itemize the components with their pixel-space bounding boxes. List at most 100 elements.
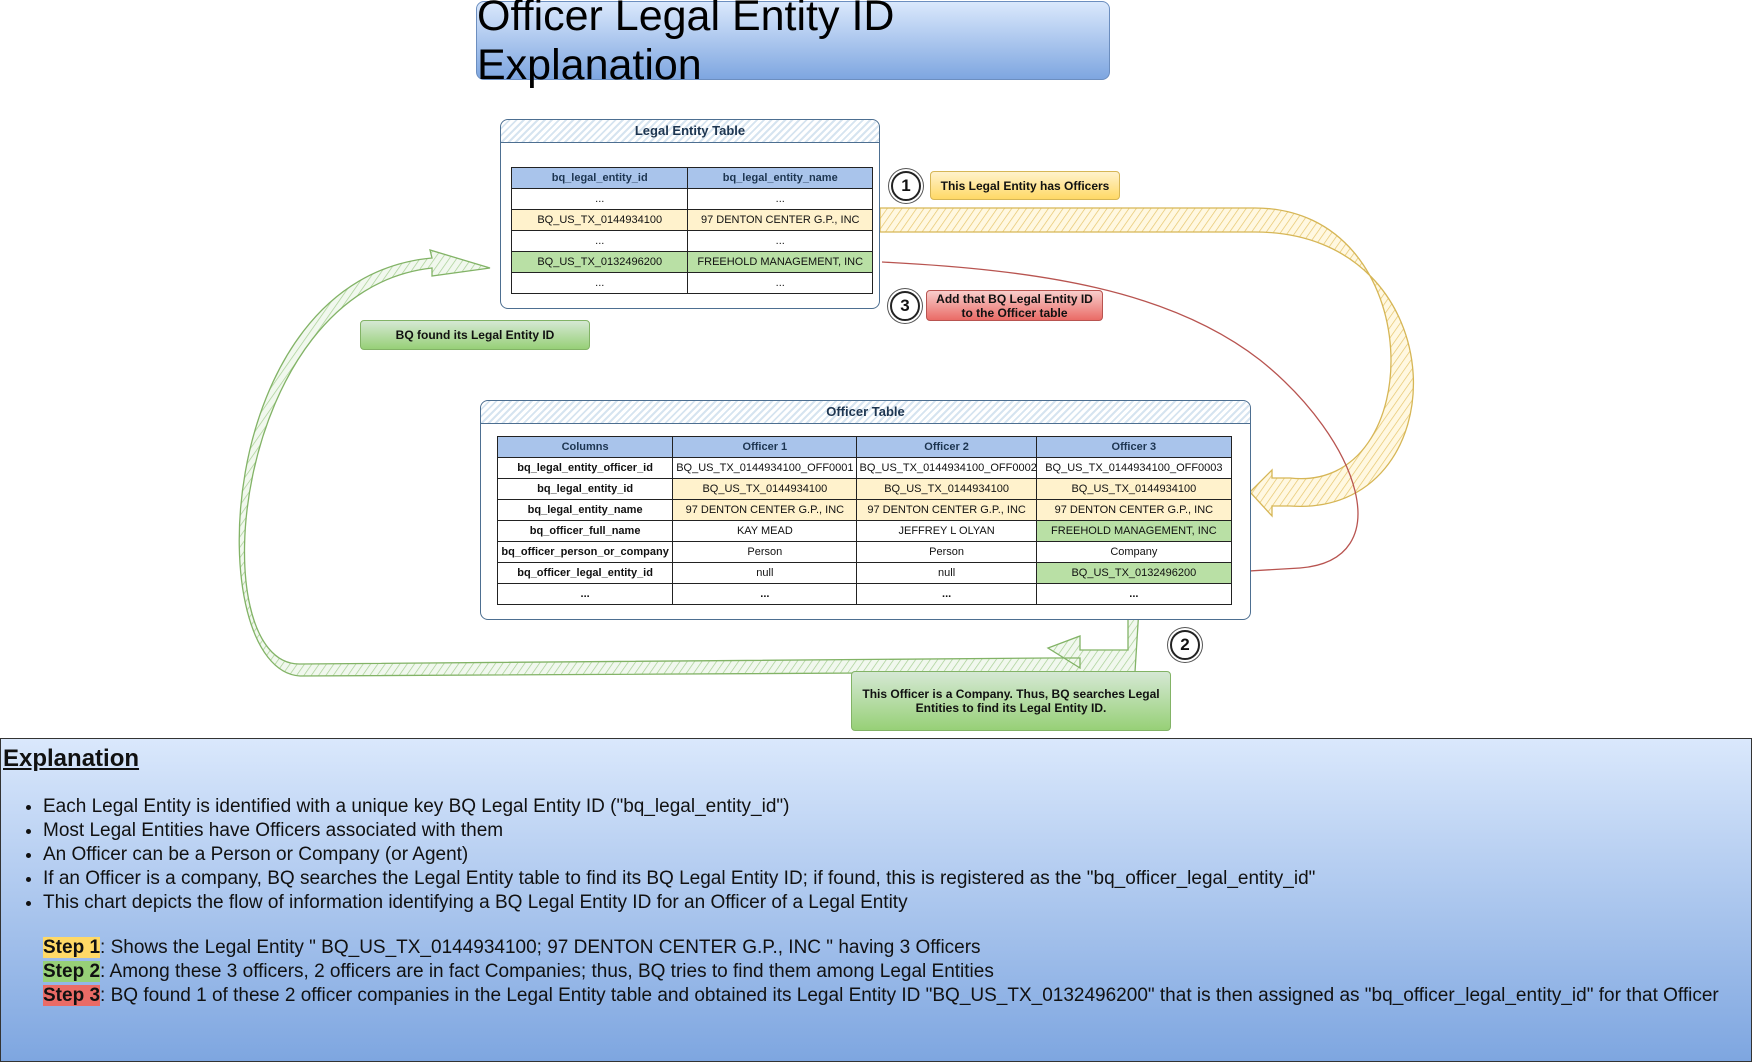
table-cell: 97 DENTON CENTER G.P., INC xyxy=(1035,499,1233,521)
row-label: bq_legal_entity_officer_id xyxy=(496,457,674,479)
row-label: ... xyxy=(496,583,674,605)
table-row: ... ... xyxy=(510,188,873,210)
step1-note: This Legal Entity has Officers xyxy=(930,171,1120,200)
table-cell: ... xyxy=(1035,583,1233,605)
step3-note: Add that BQ Legal Entity ID to the Offic… xyxy=(926,290,1103,321)
table-cell: ... xyxy=(510,188,689,210)
table-cell: BQ_US_TX_0144934100 xyxy=(1035,478,1233,500)
step3-note-text: Add that BQ Legal Entity ID to the Offic… xyxy=(936,291,1093,320)
steps-block: Step 1: Shows the Legal Entity " BQ_US_T… xyxy=(43,936,1745,1008)
step1-badge: 1 xyxy=(891,171,921,201)
column-header: bq_legal_entity_name xyxy=(687,167,873,189)
row-label: bq_legal_entity_name xyxy=(496,499,674,521)
step2-badge-number: 2 xyxy=(1180,635,1190,654)
table-cell: 97 DENTON CENTER G.P., INC xyxy=(856,499,1037,521)
table-cell: null xyxy=(856,562,1037,584)
step-label: Step 2 xyxy=(43,961,101,982)
table-cell: BQ_US_TX_0144934100_OFF0003 xyxy=(1035,457,1233,479)
table-cell: BQ_US_TX_0144934100 xyxy=(510,209,689,231)
step3-arrow xyxy=(881,261,1359,573)
explanation-list: Each Legal Entity is identified with a u… xyxy=(1,795,1315,915)
step1-arrow-band xyxy=(879,207,1414,518)
explanation-heading: Explanation xyxy=(3,745,140,772)
table-cell: ... xyxy=(672,583,858,605)
step-text: : Among these 3 officers, 2 officers are… xyxy=(100,961,994,982)
page-title-text: Officer Legal Entity ID Explanation xyxy=(477,0,895,89)
table-cell: 97 DENTON CENTER G.P., INC xyxy=(672,499,858,521)
table-cell: ... xyxy=(687,230,873,252)
step2-note: This Officer is a Company. Thus, BQ sear… xyxy=(851,671,1171,731)
table-cell: BQ_US_TX_0144934100_OFF0002 xyxy=(856,457,1037,479)
table-cell: BQ_US_TX_0132496200 xyxy=(1035,562,1233,584)
column-header: Officer 1 xyxy=(672,436,858,458)
table-cell: ... xyxy=(687,272,873,294)
table-cell: ... xyxy=(687,188,873,210)
table-cell: ... xyxy=(510,272,689,294)
table-cell: BQ_US_TX_0132496200 xyxy=(510,251,689,273)
column-header: Columns xyxy=(496,436,674,458)
table-row: ... ... xyxy=(510,272,873,294)
table-row: ... ... xyxy=(510,230,873,252)
table-cell: BQ_US_TX_0144934100 xyxy=(672,478,858,500)
found-note-text: BQ found its Legal Entity ID xyxy=(395,328,555,342)
step2-arrow-band xyxy=(238,249,1141,677)
table-cell: ... xyxy=(510,230,689,252)
step-label: Step 1 xyxy=(43,937,101,958)
step1-note-text: This Legal Entity has Officers xyxy=(940,178,1110,193)
found-note: BQ found its Legal Entity ID xyxy=(360,320,590,350)
step2-note-text: This Officer is a Company. Thus, BQ sear… xyxy=(862,687,1160,715)
step-text: : BQ found 1 of these 2 officer companie… xyxy=(100,985,1719,1006)
table-cell: Person xyxy=(856,541,1037,563)
column-header: Officer 2 xyxy=(856,436,1037,458)
table-row: bq_officer_person_or_company Person Pers… xyxy=(496,541,1233,563)
step-text: : Shows the Legal Entity " BQ_US_TX_0144… xyxy=(100,937,981,958)
table-cell: 97 DENTON CENTER G.P., INC xyxy=(687,209,873,231)
legal-entity-table: bq_legal_entity_id bq_legal_entity_name … xyxy=(510,167,873,294)
officer-table: Columns Officer 1 Officer 2 Officer 3 bq… xyxy=(496,436,1233,605)
officer-table-title: Officer Table xyxy=(481,401,1250,424)
table-row: bq_officer_full_name KAY MEAD JEFFREY L … xyxy=(496,520,1233,542)
table-row: bq_legal_entity_id BQ_US_TX_0144934100 B… xyxy=(496,478,1233,500)
table-header-row: Columns Officer 1 Officer 2 Officer 3 xyxy=(496,436,1233,458)
column-header: bq_legal_entity_id xyxy=(510,167,689,189)
table-cell: JEFFREY L OLYAN xyxy=(856,520,1037,542)
table-header-row: bq_legal_entity_id bq_legal_entity_name xyxy=(510,167,873,189)
row-label: bq_legal_entity_id xyxy=(496,478,674,500)
table-cell: ... xyxy=(856,583,1037,605)
list-item: Each Legal Entity is identified with a u… xyxy=(43,795,1315,819)
table-row: bq_officer_legal_entity_id null null BQ_… xyxy=(496,562,1233,584)
step3-badge: 3 xyxy=(890,291,920,321)
column-header: Officer 3 xyxy=(1035,436,1233,458)
explanation-panel: Explanation Each Legal Entity is identif… xyxy=(0,738,1752,1062)
list-item: This chart depicts the flow of informati… xyxy=(43,891,1315,915)
table-cell: FREEHOLD MANAGEMENT, INC xyxy=(1035,520,1233,542)
table-cell: Company xyxy=(1035,541,1233,563)
step-line: Step 2: Among these 3 officers, 2 office… xyxy=(43,960,1745,984)
table-row: bq_legal_entity_name 97 DENTON CENTER G.… xyxy=(496,499,1233,521)
legal-entity-table-panel: Legal Entity Table bq_legal_entity_id bq… xyxy=(500,119,880,309)
list-item: If an Officer is a company, BQ searches … xyxy=(43,867,1315,891)
table-cell: FREEHOLD MANAGEMENT, INC xyxy=(687,251,873,273)
table-cell: BQ_US_TX_0144934100 xyxy=(856,478,1037,500)
officer-table-panel: Officer Table Columns Officer 1 Officer … xyxy=(480,400,1251,620)
row-label: bq_officer_person_or_company xyxy=(496,541,674,563)
step1-badge-number: 1 xyxy=(901,176,911,195)
legal-entity-table-title: Legal Entity Table xyxy=(501,120,879,143)
table-cell: KAY MEAD xyxy=(672,520,858,542)
table-cell: null xyxy=(672,562,858,584)
table-row: ... ... ... ... xyxy=(496,583,1233,605)
step2-badge: 2 xyxy=(1170,630,1200,660)
list-item: Most Legal Entities have Officers associ… xyxy=(43,819,1315,843)
step3-badge-number: 3 xyxy=(900,296,910,315)
table-cell: BQ_US_TX_0144934100_OFF0001 xyxy=(672,457,858,479)
step-line: Step 3: BQ found 1 of these 2 officer co… xyxy=(43,984,1745,1008)
table-row: BQ_US_TX_0144934100 97 DENTON CENTER G.P… xyxy=(510,209,873,231)
table-cell: Person xyxy=(672,541,858,563)
row-label: bq_officer_legal_entity_id xyxy=(496,562,674,584)
step-line: Step 1: Shows the Legal Entity " BQ_US_T… xyxy=(43,936,1745,960)
table-row: BQ_US_TX_0132496200 FREEHOLD MANAGEMENT,… xyxy=(510,251,873,273)
flow-arrows xyxy=(238,207,1414,677)
row-label: bq_officer_full_name xyxy=(496,520,674,542)
table-row: bq_legal_entity_officer_id BQ_US_TX_0144… xyxy=(496,457,1233,479)
page-title: Officer Legal Entity ID Explanation xyxy=(476,0,1110,89)
